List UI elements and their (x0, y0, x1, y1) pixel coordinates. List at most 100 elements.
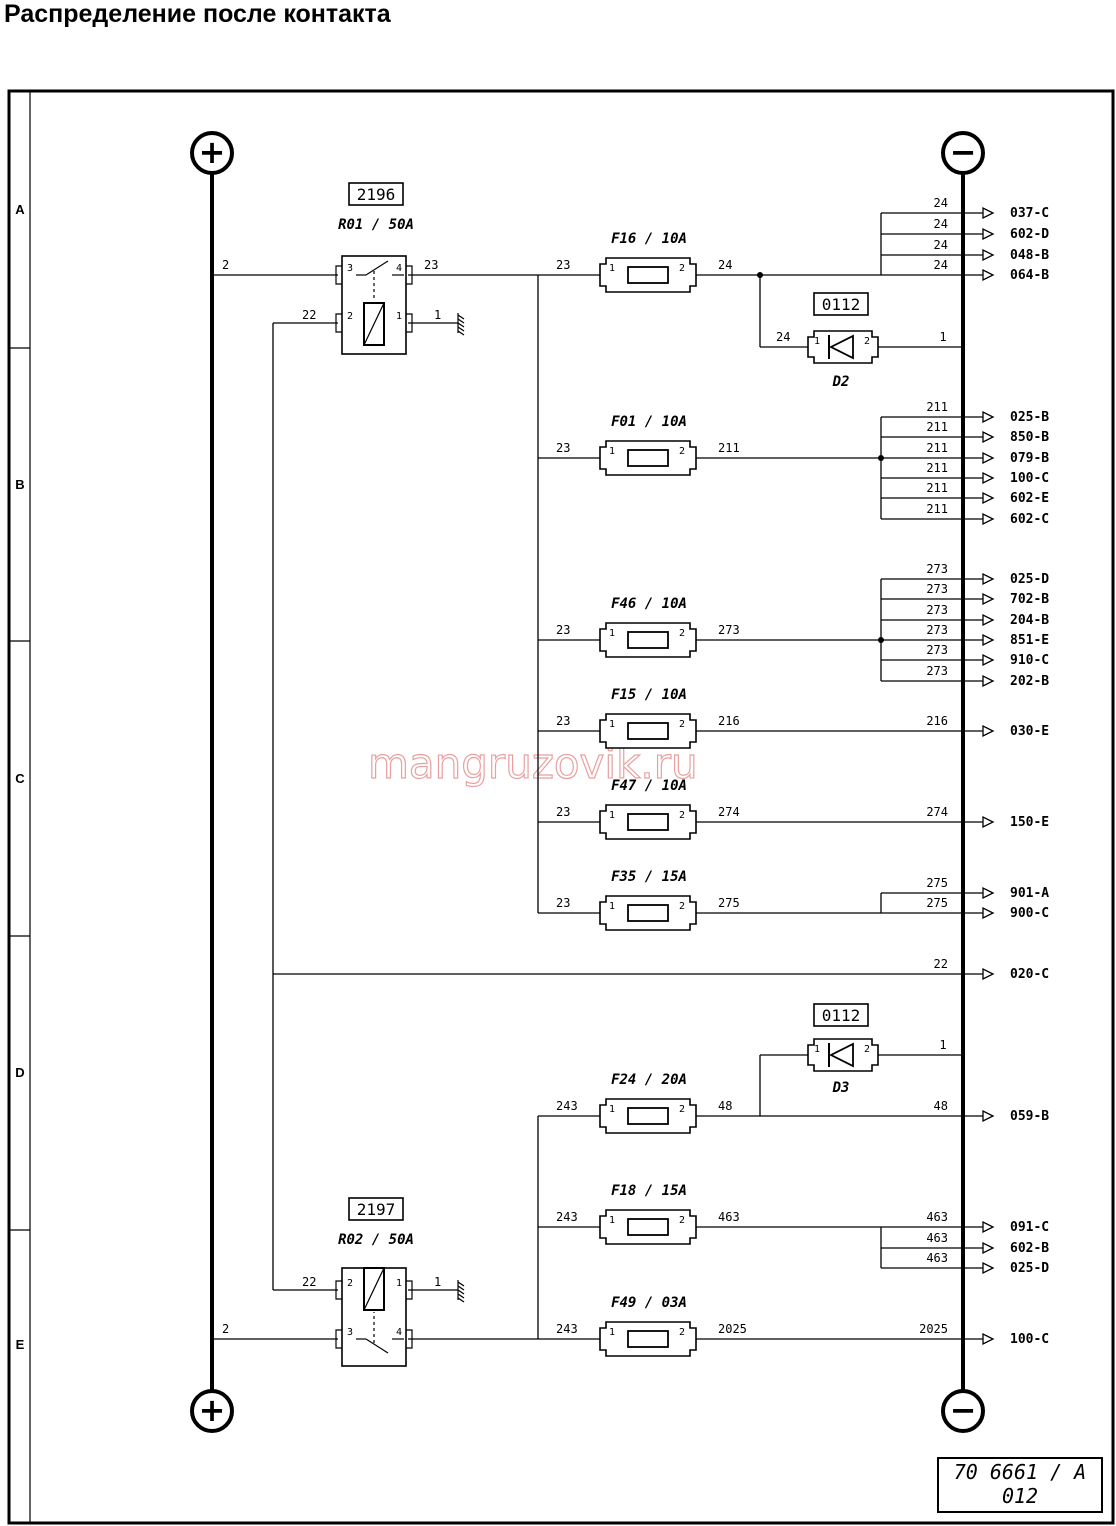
connector-wire-label: 211 (926, 481, 948, 495)
wire-label: 1 (939, 330, 946, 344)
relay-pin: 1 (396, 311, 402, 322)
fuse-name: F24 / 20A (611, 1072, 687, 1088)
relay-pin: 2 (347, 1278, 353, 1289)
connector-destination: 602-D (1010, 227, 1049, 242)
relay-pin: 3 (347, 1327, 353, 1338)
connector-wire-label: 273 (926, 643, 948, 657)
bus-terminals: + − + − (190, 131, 985, 1433)
negative-terminal: − (941, 131, 985, 175)
fuse-pin: 2 (679, 446, 685, 457)
connector-destination: 025-D (1010, 572, 1049, 587)
diode-pin: 1 (814, 1044, 820, 1055)
wire-label: 24 (776, 330, 790, 344)
wire-label: 23 (556, 805, 570, 819)
fuse-pin: 2 (679, 901, 685, 912)
fuse-name: F35 / 15A (611, 869, 687, 885)
wire-label: 275 (718, 896, 740, 910)
wire-label: 211 (718, 441, 740, 455)
fuse-pin: 1 (609, 810, 615, 821)
positive-terminal: + (190, 1389, 234, 1433)
fuse-pin: 2 (679, 1327, 685, 1338)
fuse-name: F15 / 10A (611, 687, 687, 703)
connector-wire-label: 211 (926, 441, 948, 455)
connector-destination: 602-E (1010, 491, 1049, 506)
relay-name: R02 / 50A (338, 1232, 414, 1248)
connector-wire-label: 273 (926, 623, 948, 637)
connector-destination: 059-B (1010, 1109, 1049, 1124)
connector-wire-label: 211 (926, 420, 948, 434)
diode-code: 0112 (822, 295, 861, 314)
connector-destination: 910-C (1010, 653, 1049, 668)
diode-name: D2 (832, 374, 850, 390)
svg-text:−: − (950, 133, 977, 171)
svg-text:+: + (199, 133, 226, 171)
fuse-name: F49 / 03A (611, 1295, 687, 1311)
wire-label: 23 (556, 441, 570, 455)
connector-destination: 020-C (1010, 967, 1049, 982)
row-label: A (15, 202, 25, 217)
connector-wire-label: 274 (926, 805, 948, 819)
positive-terminal: + (190, 131, 234, 175)
connector-destination: 091-C (1010, 1220, 1049, 1235)
relay-pin: 3 (347, 263, 353, 274)
negative-terminal: − (941, 1389, 985, 1433)
wire-label: 2 (222, 1322, 229, 1336)
row-label: E (16, 1337, 25, 1352)
connector-destination: 602-C (1010, 512, 1049, 527)
wire-label: 243 (556, 1322, 578, 1336)
wire-label: 23 (556, 623, 570, 637)
wire-label: 24 (718, 258, 732, 272)
connector-wire-label: 273 (926, 603, 948, 617)
drawing-stamp: 70 6661 / A 012 (937, 1457, 1103, 1513)
relay-code: 2196 (357, 185, 396, 204)
wire-label: 243 (556, 1210, 578, 1224)
connector-destination: 900-C (1010, 906, 1049, 921)
relay-code: 2197 (357, 1200, 396, 1219)
wire-label: 273 (718, 623, 740, 637)
wire-label: 243 (556, 1099, 578, 1113)
connector-destination: 202-B (1010, 674, 1049, 689)
fuse-name: F01 / 10A (611, 414, 687, 430)
row-label: B (15, 477, 24, 492)
page-title: Распределение после контакта (4, 0, 391, 28)
row-label: D (15, 1065, 24, 1080)
wire-label: 1 (434, 308, 441, 322)
svg-text:−: − (950, 1391, 977, 1429)
fuse-pin: 2 (679, 1215, 685, 1226)
connector-wire-label: 211 (926, 461, 948, 475)
fuse-pin: 2 (679, 810, 685, 821)
wire-label: 23 (556, 258, 570, 272)
connector-wire-label: 463 (926, 1231, 948, 1245)
wire-label: 22 (302, 1275, 316, 1289)
connector-destination: 064-B (1010, 268, 1049, 283)
fuse-pin: 1 (609, 719, 615, 730)
connector-wire-label: 24 (934, 258, 948, 272)
fuse-name: F18 / 15A (611, 1183, 687, 1199)
svg-text:+: + (199, 1391, 226, 1429)
fuse-pin: 1 (609, 1104, 615, 1115)
connector-wire-label: 463 (926, 1251, 948, 1265)
connector-wire-label: 216 (926, 714, 948, 728)
relay-pin: 2 (347, 311, 353, 322)
diode-pin: 1 (814, 336, 820, 347)
fuse-name: F46 / 10A (611, 596, 687, 612)
